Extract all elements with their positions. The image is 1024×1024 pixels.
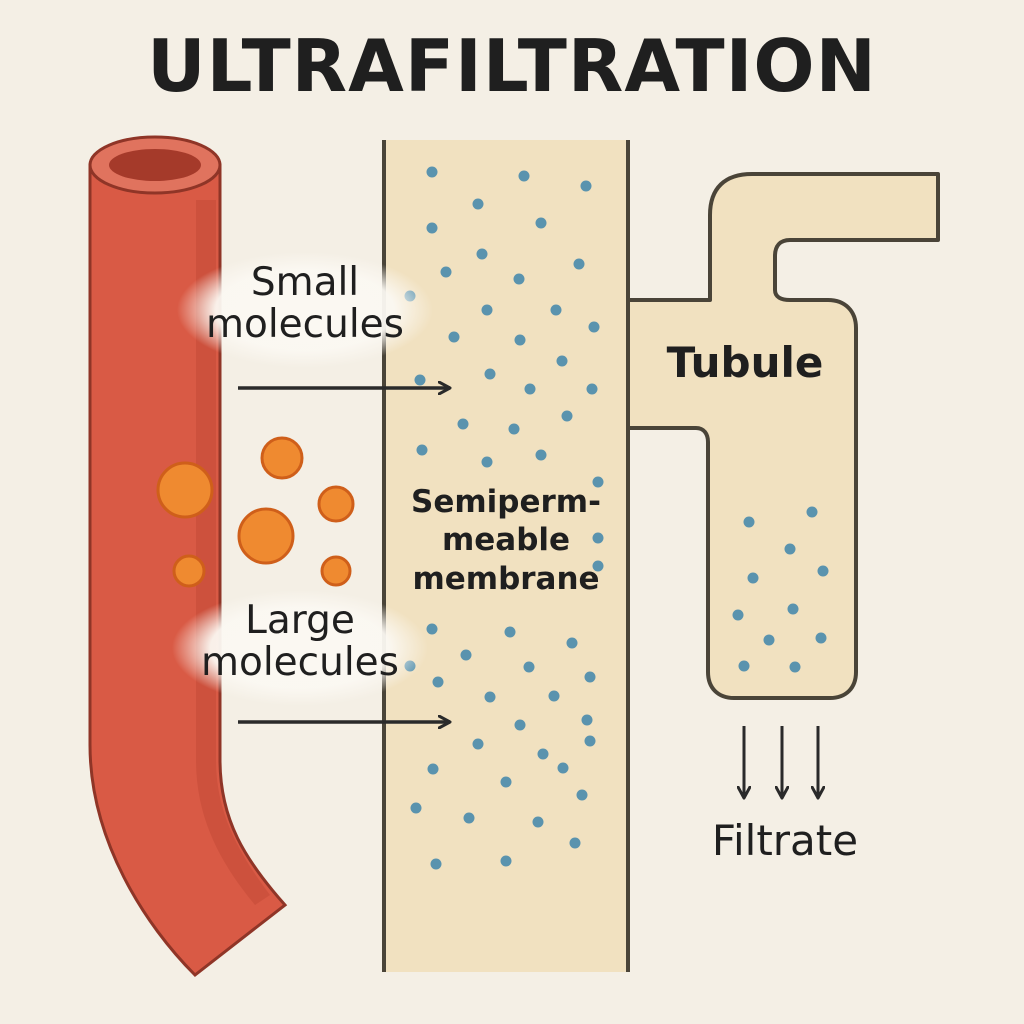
small-molecule: [550, 304, 562, 316]
small-molecule: [763, 634, 775, 646]
small-molecule: [426, 623, 438, 635]
small-molecule: [416, 444, 428, 456]
tubule-label: Tubule: [666, 338, 824, 387]
large-molecule: [237, 507, 295, 565]
small-molecule: [588, 321, 600, 333]
small-molecule: [481, 456, 493, 468]
small-molecule: [463, 812, 475, 824]
small-molecule: [581, 714, 593, 726]
small-molecule: [584, 671, 596, 683]
small-molecule: [448, 331, 460, 343]
small-molecule: [476, 248, 488, 260]
small-molecules-label: Small molecules: [206, 260, 404, 348]
small-molecules-group: [404, 166, 829, 870]
small-molecule: [738, 660, 750, 672]
small-molecule: [430, 858, 442, 870]
small-molecule: [806, 506, 818, 518]
small-molecule: [472, 738, 484, 750]
small-molecules-label-glow: [177, 252, 433, 368]
small-molecule: [518, 170, 530, 182]
small-molecule: [484, 691, 496, 703]
small-molecule: [573, 258, 585, 270]
small-molecule: [732, 609, 744, 621]
small-molecule: [523, 661, 535, 673]
small-molecule: [524, 383, 536, 395]
small-molecule: [580, 180, 592, 192]
small-molecule: [460, 649, 472, 661]
small-molecule: [535, 449, 547, 461]
small-molecule: [592, 532, 604, 544]
small-molecule: [500, 776, 512, 788]
small-molecule: [532, 816, 544, 828]
small-molecule: [513, 273, 525, 285]
diagram-title: ULTRAFILTRATION: [147, 24, 877, 108]
large-molecule: [317, 485, 355, 523]
small-molecule: [432, 676, 444, 688]
large-molecule: [156, 461, 214, 519]
arrows: [238, 388, 818, 798]
membrane: [382, 140, 630, 972]
small-molecule: [508, 423, 520, 435]
small-molecule: [789, 661, 801, 673]
small-molecule: [481, 304, 493, 316]
small-molecule: [784, 543, 796, 555]
membrane-label: Semiperm- meable membrane: [411, 484, 601, 597]
small-molecule: [561, 410, 573, 422]
tubule-body: [626, 172, 940, 700]
small-molecule: [592, 476, 604, 488]
filtrate-label: Filtrate: [711, 816, 859, 865]
small-molecule: [787, 603, 799, 615]
small-molecule: [514, 719, 526, 731]
large-molecule: [172, 554, 206, 588]
membrane-band: [384, 140, 628, 972]
small-molecule: [537, 748, 549, 760]
small-molecule: [569, 837, 581, 849]
small-molecule: [743, 516, 755, 528]
small-molecule: [576, 789, 588, 801]
small-molecule: [535, 217, 547, 229]
small-molecule: [815, 632, 827, 644]
blood-vessel-lumen: [109, 149, 201, 181]
large-molecule: [260, 436, 304, 480]
small-molecule: [472, 198, 484, 210]
large-molecule: [320, 555, 352, 587]
large-molecules-label-glow: [172, 590, 428, 706]
small-molecule: [566, 637, 578, 649]
small-molecule: [584, 735, 596, 747]
small-molecule: [504, 626, 516, 638]
small-molecule: [500, 855, 512, 867]
small-molecule: [556, 355, 568, 367]
small-molecule: [457, 418, 469, 430]
small-molecule: [427, 763, 439, 775]
small-molecule: [414, 374, 426, 386]
small-molecule: [514, 334, 526, 346]
small-molecule: [586, 383, 598, 395]
tubule: [626, 172, 940, 700]
small-molecule: [410, 802, 422, 814]
small-molecule: [747, 572, 759, 584]
large-molecules-group: [156, 436, 355, 588]
small-molecule: [484, 368, 496, 380]
small-molecule: [440, 266, 452, 278]
small-molecule: [548, 690, 560, 702]
small-molecule: [426, 222, 438, 234]
blood-vessel-shading: [196, 200, 270, 905]
small-molecule: [557, 762, 569, 774]
label-glows: [172, 252, 433, 706]
small-molecule: [592, 560, 604, 572]
small-molecule: [817, 565, 829, 577]
large-molecules-label: Large molecules: [201, 598, 399, 686]
small-molecule: [426, 166, 438, 178]
